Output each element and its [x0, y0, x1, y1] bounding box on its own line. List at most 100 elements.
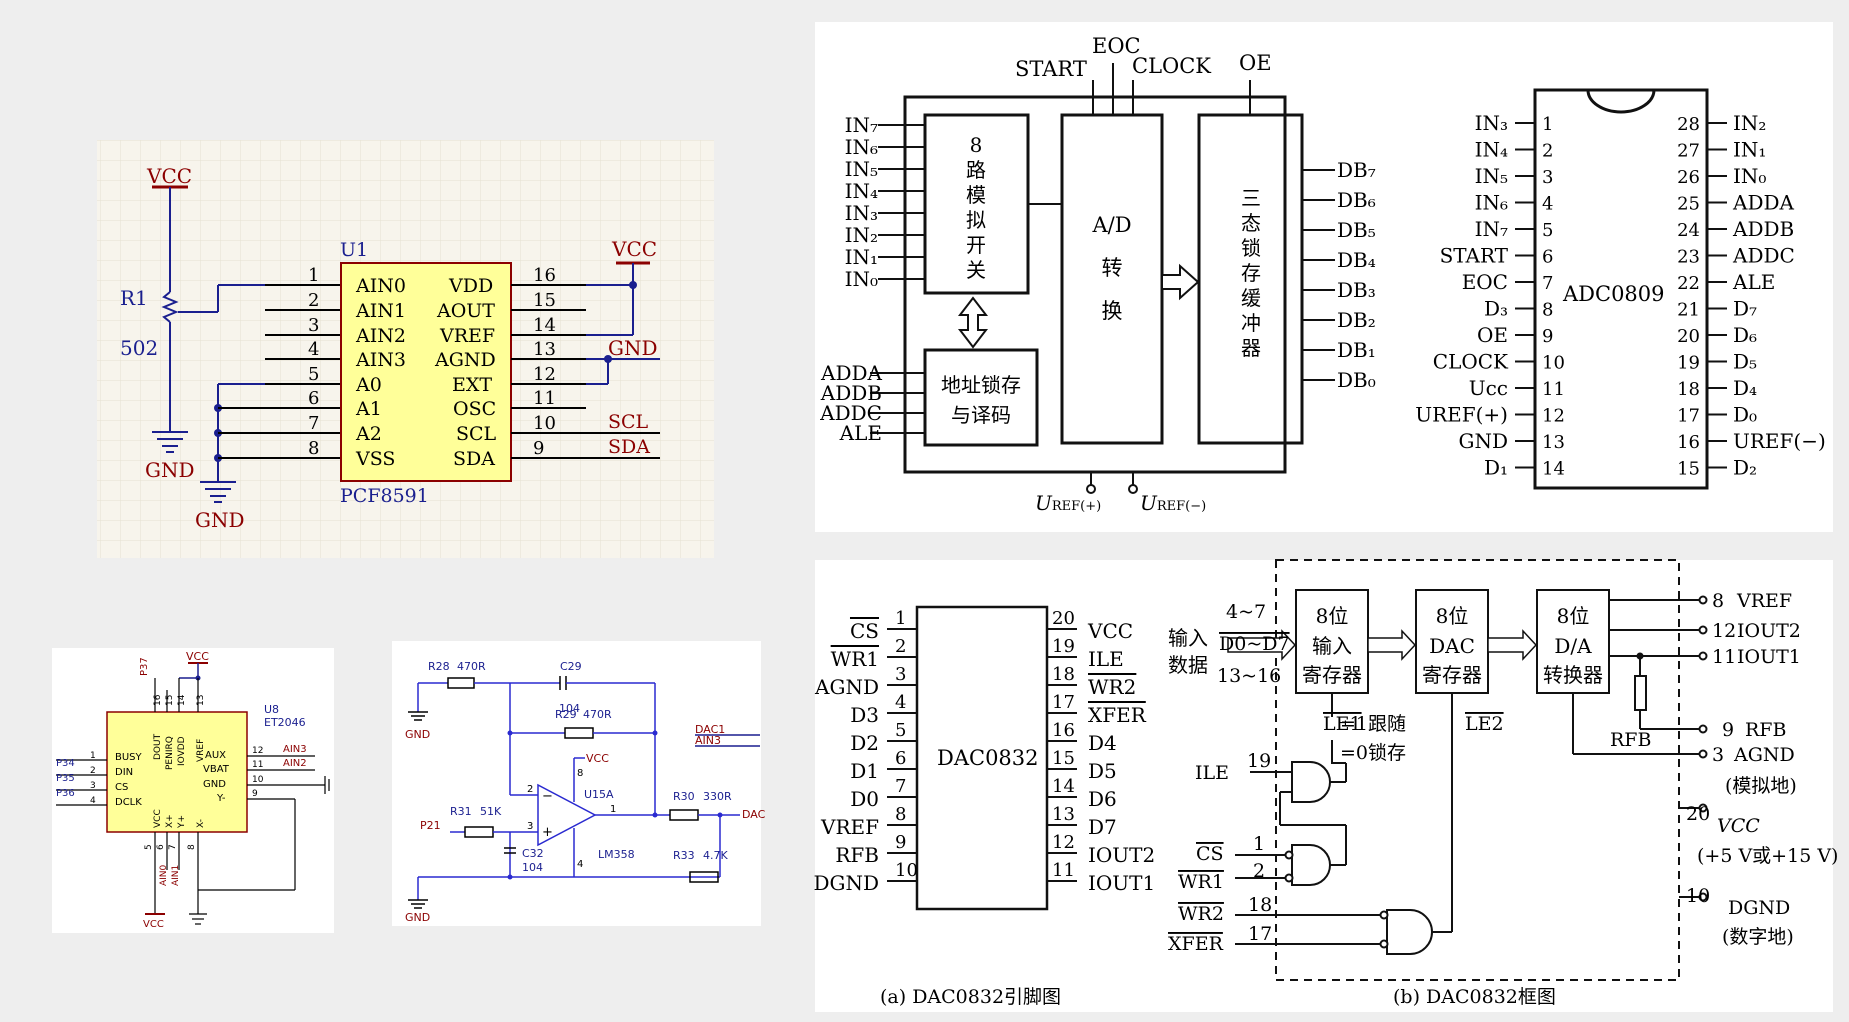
- pin-name: ILE: [1088, 647, 1124, 671]
- pin-name: IN₅: [1475, 164, 1508, 188]
- pin-number: 18: [1052, 664, 1075, 685]
- opamp-minus: −: [542, 789, 553, 804]
- pin-number: 10: [252, 775, 264, 785]
- r30-label: R30: [673, 790, 695, 803]
- mux-text: 8 路 模 拟 开 关: [966, 133, 986, 282]
- latch-block: [923, 348, 1039, 447]
- svg-text:DAC: DAC: [1429, 634, 1475, 658]
- pin-name: DOUT: [153, 733, 163, 760]
- pin-number: 9: [1542, 326, 1553, 347]
- opamp-plus: +: [542, 825, 553, 840]
- pin-name: D₂: [1733, 456, 1757, 480]
- input-label: 输入: [1168, 626, 1208, 650]
- ground-symbol: [152, 431, 188, 453]
- svg-text:IN₃: IN₃: [845, 201, 878, 225]
- svg-text:8: 8: [970, 133, 983, 157]
- pin-number: 2: [1542, 141, 1553, 162]
- pin-name: Y-: [216, 793, 226, 804]
- pin-name: OE: [1477, 323, 1508, 347]
- pin-name: IN₇: [1475, 217, 1508, 241]
- pin-number: 13: [1052, 804, 1075, 825]
- svg-text:拟: 拟: [966, 208, 986, 232]
- rfb-label: RFB: [1610, 729, 1651, 751]
- eoc-label: EOC: [1092, 34, 1141, 58]
- pin-name: D6: [1088, 787, 1117, 811]
- pin-name: D4: [1088, 731, 1117, 755]
- c32-label: C32: [522, 847, 544, 860]
- et2046-bottom-pins: [145, 832, 207, 925]
- pin-name: ALE: [1732, 270, 1775, 294]
- svg-text:寄存器: 寄存器: [1422, 663, 1482, 687]
- pin-name: ADDA: [1732, 191, 1795, 215]
- pin-name: A1: [355, 398, 382, 420]
- pin-number: 20: [1052, 608, 1075, 629]
- bus-arrow: [1227, 629, 1297, 661]
- pin-number: 6: [1542, 247, 1553, 268]
- clock-label: CLOCK: [1132, 54, 1211, 78]
- pin-number: 16: [1677, 432, 1700, 453]
- pin-number: 9: [1722, 719, 1734, 741]
- r33-label: R33: [673, 849, 695, 862]
- pin-name: VCC: [1717, 815, 1760, 837]
- net-label: AIN0: [159, 864, 169, 886]
- gnd-label: GND: [145, 458, 195, 482]
- svg-text:锁: 锁: [1241, 236, 1261, 260]
- pin-name: D0: [850, 787, 879, 811]
- vcc-label: VCC: [186, 650, 209, 663]
- part-name: PCF8591: [340, 485, 429, 507]
- net-label: AIN3: [283, 744, 307, 755]
- pin-name: AGND: [814, 675, 879, 699]
- ad-text: A/D 转 换: [1091, 213, 1131, 323]
- pin-number: 5: [308, 364, 319, 385]
- pin-number: 26: [1677, 167, 1700, 188]
- svg-text:IN₁: IN₁: [845, 245, 878, 269]
- pin-number: 7: [168, 844, 178, 850]
- dac0832-panel: DAC0832 1CS2WR13AGND4D35D26D17D08VREF9RF…: [813, 559, 1838, 1012]
- r30-value: 330R: [703, 790, 732, 803]
- pin-name: ADDB: [1732, 217, 1794, 241]
- start-label: START: [1015, 57, 1087, 81]
- pin-name: IOUT2: [1737, 620, 1801, 642]
- input-label: 数据: [1168, 653, 1208, 677]
- pin-name: VCC: [1087, 619, 1133, 643]
- pcf8591-body: [340, 262, 512, 482]
- net-p37: P37: [139, 657, 150, 676]
- svg-text:寄存器: 寄存器: [1302, 663, 1362, 687]
- pin-number: 7: [308, 413, 319, 434]
- et2046-schematic: U8 ET2046 VCC P37 16 15 14 13 DOUT PENIR…: [52, 648, 334, 933]
- pin-number: 13: [196, 695, 206, 706]
- svg-text:缓: 缓: [1241, 286, 1261, 310]
- r1-value: 502: [120, 336, 158, 360]
- adc-top-lines: [1092, 63, 1251, 115]
- net-sda: SDA: [608, 436, 650, 458]
- pin-number: 15: [1052, 748, 1075, 769]
- svg-text:IN₄: IN₄: [845, 179, 878, 203]
- et2046-left-pins: [56, 759, 107, 806]
- pin-number: 21: [1677, 300, 1700, 321]
- svg-text:DB₅: DB₅: [1337, 218, 1376, 242]
- gnd-label: GND: [405, 728, 430, 741]
- pin-number: 18: [1248, 894, 1272, 916]
- pin-name: UREF(+): [1415, 403, 1508, 427]
- pcf8591-schematic: VCC R1 502 GND GND U1: [97, 140, 714, 558]
- svg-text:冲: 冲: [1241, 311, 1261, 335]
- pin-name: IN₀: [1733, 164, 1766, 188]
- pin-name: AUX: [205, 750, 226, 761]
- svg-text:存: 存: [1241, 261, 1261, 285]
- pin-number: 3: [1712, 744, 1724, 766]
- net-label: P35: [56, 773, 75, 784]
- pin-number: 8: [308, 438, 319, 459]
- svg-text:IN₀: IN₀: [845, 267, 878, 291]
- pin-name: ADDC: [1732, 244, 1795, 268]
- pin-number: 3: [1542, 167, 1553, 188]
- vcc-label: VCC: [586, 752, 609, 765]
- pin-name: D1: [850, 759, 879, 783]
- svg-text:与译码: 与译码: [951, 403, 1011, 427]
- part-name: LM358: [598, 848, 635, 861]
- part-name: ET2046: [264, 716, 306, 729]
- pin-name: EXT: [452, 374, 492, 396]
- pin-number: 3: [895, 664, 906, 685]
- pin-number: 1: [610, 804, 616, 815]
- ground-symbol: [200, 481, 236, 503]
- pin-number: 16: [153, 694, 163, 706]
